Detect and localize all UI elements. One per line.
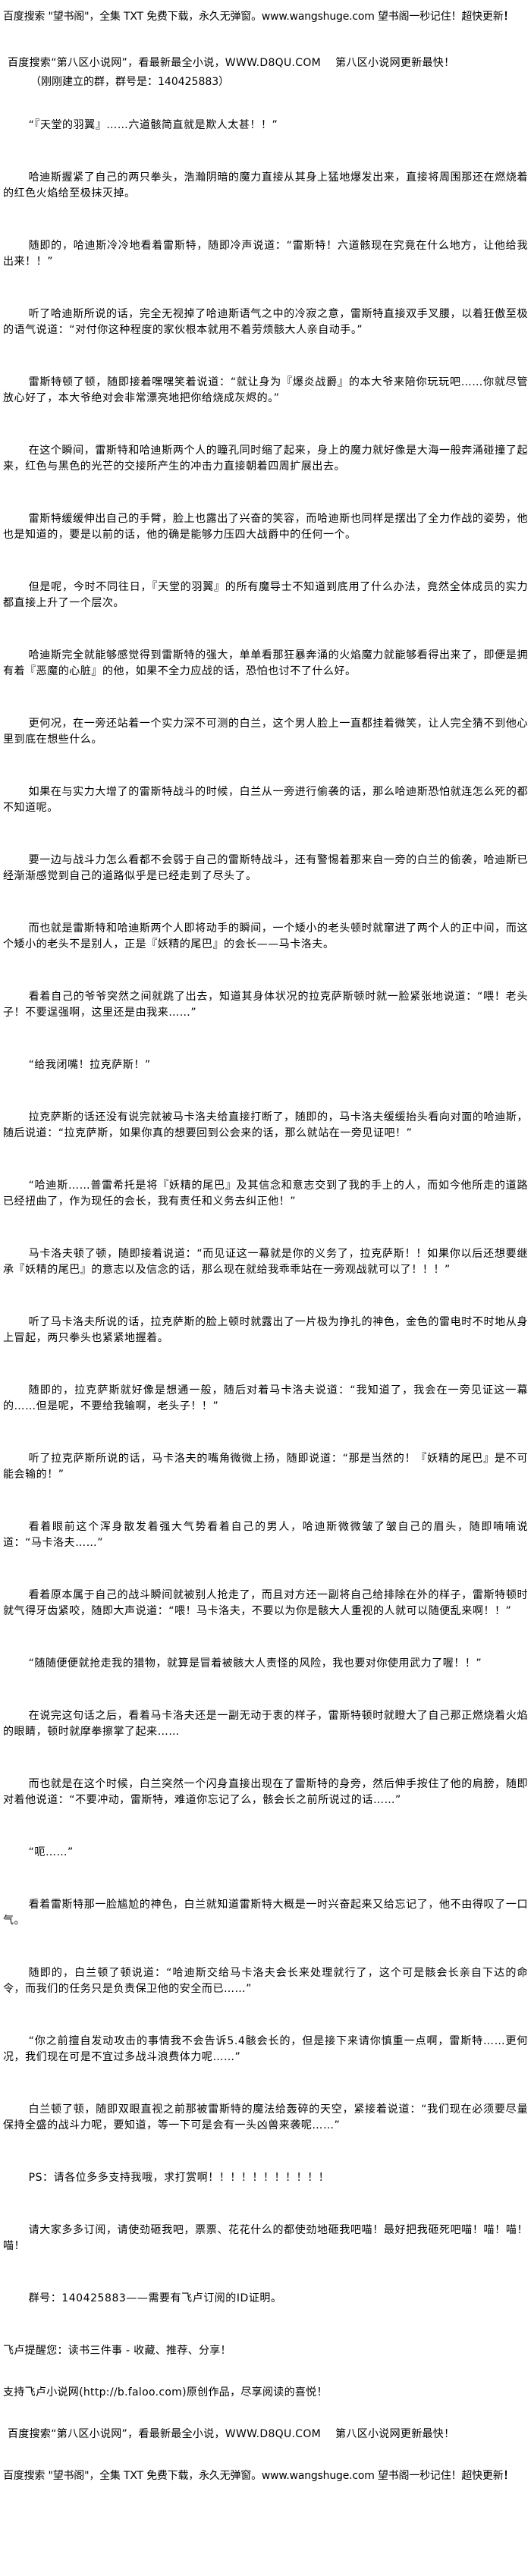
story-paragraph: 拉克萨斯的话还没有说完就被马卡洛夫给直接打断了，随即的，马卡洛夫缓缓抬头看向对面… (3, 1111, 528, 1139)
story-paragraph: “呃……” (28, 1846, 74, 1858)
story-paragraph: 如果在与实力大增了的雷斯特战斗的时候，白兰从一旁进行偷袭的话，那么哈迪斯恐怕就连… (3, 786, 528, 814)
bottom-ad-line: 百度搜索“第八区小说网”，看最新最全小说，WWW.D8QU.COM 第八区小说网… (8, 2428, 455, 2440)
story-paragraph: “随随便便就抢走我的猎物，就算是冒着被骸大人责怪的风险，我也要对你使用武力了喔！… (28, 1657, 482, 1670)
story-paragraph: PS：请各位多多支持我哦，求打赏啊！！！！！！！！！！！ (28, 2172, 330, 2184)
top-site-banner: 百度搜索 "望书阁"，全集 TXT 免费下载，永久无弹窗。www.wangshu… (3, 9, 528, 25)
story-paragraph: 听了哈迪斯所说的话，完全无视掉了哈迪斯语气之中的冷寂之意，雷斯特直接双手叉腰，以… (3, 308, 528, 336)
story-paragraph: 群号：140425883——需要有飞卢订阅的ID证明。 (28, 2292, 282, 2304)
story-paragraph: 雷斯特顿了顿，随即接着嘿嘿笑着说道：“就让身为『爆炎战爵』的本大爷来陪你玩玩吧…… (3, 376, 528, 404)
story-paragraph: “哈迪斯……普雷希托是将『妖精的尾巴』及其信念和意志交到了我的手上的人，而如今他… (3, 1180, 528, 1208)
story-paragraph: 而也就是在这个时候，白兰突然一个闪身直接出现在了雷斯特的身旁，然后伸手按住了他的… (3, 1778, 528, 1806)
story-paragraph: 看着原本属于自己的战斗瞬间就被别人抢走了，而且对方还一副将自己给排除在外的样子，… (3, 1589, 528, 1617)
group-number-line: （刚刚建立的群，群号是：140425883） (30, 76, 230, 88)
story-paragraph: “给我闭嘴！拉克萨斯！” (28, 1059, 151, 1071)
story-paragraph: 看着眼前这个浑身散发着强大气势看着自己的男人，哈迪斯微微皱了皱自己的眉头，随即喃… (3, 1521, 528, 1549)
banner-text: 百度搜索 "望书阁"，全集 TXT 免费下载，永久无弹窗。www.wangshu… (3, 11, 504, 23)
story-paragraph: 哈迪斯完全就能够感觉得到雷斯特的强大，单单看那狂暴奔涌的火焰魔力就能够看得出来了… (3, 649, 528, 677)
story-paragraph: 马卡洛夫顿了顿，随即接着说道：“而见证这一幕就是你的义务了，拉克萨斯！！如果你以… (3, 1248, 528, 1276)
story-paragraph: 随即的，哈迪斯冷冷地看着雷斯特，随即冷声说道：“雷斯特！六道骸现在究竟在什么地方… (3, 240, 528, 268)
chapter-content: “『天堂的羽翼』……六道骸简直就是欺人太甚！！” 哈迪斯握紧了自己的两只拳头，浩瀚… (3, 118, 528, 2307)
top-ad-line: 百度搜索“第八区小说网”，看最新最全小说，WWW.D8QU.COM 第八区小说网… (8, 57, 455, 69)
story-paragraph: 请大家多多订阅，请使劲砸我吧，票票、花花什么的都使劲地砸我吧喵！最好把我砸死吧喵… (3, 2224, 528, 2252)
story-paragraph: 看着自己的爷爷突然之间就跳了出去，知道其身体状况的拉克萨斯顿时就一脸紧张地说道：… (3, 991, 528, 1019)
story-paragraph: 更何况，在一旁还站着一个实力深不可测的白兰，这个男人脸上一直都挂着微笑，让人完全… (3, 718, 528, 746)
banner-text: 百度搜索 "望书阁"，全集 TXT 免费下载，永久无弹窗。www.wangshu… (3, 2470, 504, 2482)
story-paragraph: 而也就是雷斯特和哈迪斯两个人即将动手的瞬间，一个矮小的老头顿时就窜进了两个人的正… (3, 922, 528, 950)
story-paragraph: 随即的，拉克萨斯就好像是想通一般，随后对着马卡洛夫说道：“我知道了，我会在一旁见… (3, 1384, 528, 1412)
story-paragraph: “『天堂的羽翼』……六道骸简直就是欺人太甚！！” (28, 119, 278, 131)
bottom-site-banner: 百度搜索 "望书阁"，全集 TXT 免费下载，永久无弹窗。www.wangshu… (3, 2468, 528, 2484)
story-paragraph: “你之前擅自发动攻击的事情我不会告诉5.4骸会长的，但是接下来请你慎重一点啊，雷… (3, 2035, 528, 2063)
story-paragraph: 但是呢，今时不同往日，『天堂的羽翼』的所有魔导士不知道到底用了什么办法，竟然全体… (3, 581, 528, 609)
story-paragraph: 听了拉克萨斯所说的话，马卡洛夫的嘴角微微上扬，随即说道：“那是当然的！『妖精的尾… (3, 1453, 528, 1481)
faloo-reminder: 飞卢提醒您：读书三件事 - 收藏、推荐、分享！ (3, 2345, 231, 2357)
story-paragraph: 雷斯特缓缓伸出自己的手臂，脸上也露出了兴奋的笑容，而哈迪斯也同样是摆出了全力作战… (3, 513, 528, 541)
story-paragraph: 在说完这句话之后，看着马卡洛夫还是一副无动于衷的样子，雷斯特顿时就瞪大了自己那正… (3, 1710, 528, 1738)
document-page: 百度搜索 "望书阁"，全集 TXT 免费下载，永久无弹窗。www.wangshu… (3, 9, 528, 2484)
banner-exclamation: ！ (503, 2470, 514, 2482)
story-paragraph: 白兰顿了顿，随即双眼直视之前那被雷斯特的魔法给轰碎的天空，紧接着说道：“我们现在… (3, 2103, 528, 2131)
banner-exclamation: ！ (503, 11, 514, 23)
story-paragraph: 随即的，白兰顿了顿说道：“哈迪斯交给马卡洛夫会长来处理就行了，这个可是骸会长亲自… (3, 1967, 528, 1995)
story-paragraph: 听了马卡洛夫所说的话，拉克萨斯的脸上顿时就露出了一片极为挣扎的神色，金色的雷电时… (3, 1316, 528, 1344)
faloo-support-line: 支持飞卢小说网(http://b.faloo.com)原创作品，尽享阅读的喜悦！ (3, 2386, 328, 2399)
story-paragraph: 看着雷斯特那一脸尴尬的神色，白兰就知道雷斯特大概是一时兴奋起来又给忘记了，他不由… (3, 1899, 528, 1927)
story-paragraph: 在这个瞬间，雷斯特和哈迪斯两个人的瞳孔同时缩了起来，身上的魔力就好像是大海一般奔… (3, 445, 528, 473)
story-paragraph: 要一边与战斗力怎么看都不会弱于自己的雷斯特战斗，还有警惕着那来自一旁的白兰的偷袭… (3, 854, 528, 882)
story-paragraph: 哈迪斯握紧了自己的两只拳头，浩瀚阴暗的魔力直接从其身上猛地爆发出来，直接将周围那… (3, 171, 528, 199)
